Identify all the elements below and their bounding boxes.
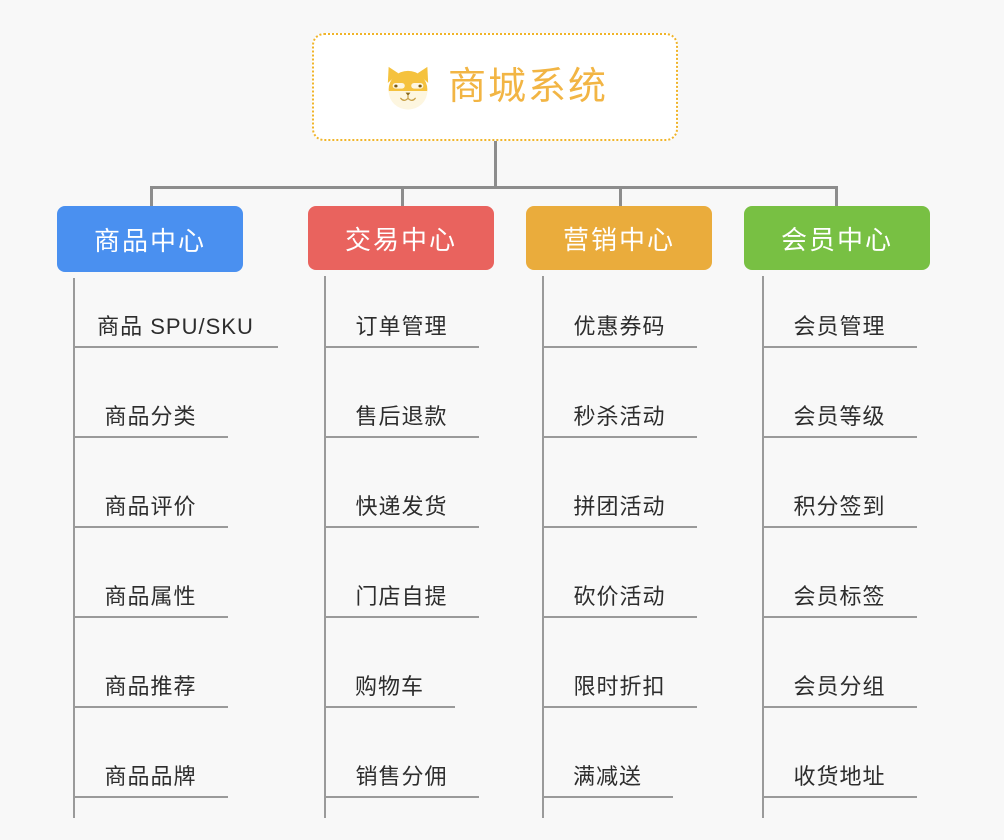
list-item[interactable]: 门店自提 bbox=[324, 576, 479, 618]
connector-drop-3 bbox=[619, 186, 622, 208]
list-item[interactable]: 拼团活动 bbox=[542, 486, 697, 528]
column-trunk-2 bbox=[324, 276, 326, 818]
column-header-product-center[interactable]: 商品中心 bbox=[57, 206, 243, 272]
connector-drop-1 bbox=[150, 186, 153, 208]
column-header-member-center[interactable]: 会员中心 bbox=[744, 206, 930, 270]
column-header-transaction-center[interactable]: 交易中心 bbox=[308, 206, 494, 270]
list-item[interactable]: 会员标签 bbox=[762, 576, 917, 618]
connector-drop-2 bbox=[401, 186, 404, 208]
list-item[interactable]: 商品品牌 bbox=[73, 756, 228, 798]
list-item[interactable]: 售后退款 bbox=[324, 396, 479, 438]
list-item[interactable]: 快递发货 bbox=[324, 486, 479, 528]
shiba-dog-icon bbox=[387, 66, 429, 110]
connector-root-stem bbox=[494, 141, 497, 189]
list-item[interactable]: 限时折扣 bbox=[542, 666, 697, 708]
column-trunk-3 bbox=[542, 276, 544, 818]
root-node-mall-system[interactable]: 商城系统 bbox=[312, 33, 678, 141]
list-item[interactable]: 收货地址 bbox=[762, 756, 917, 798]
list-item[interactable]: 会员管理 bbox=[762, 306, 917, 348]
list-item[interactable]: 会员等级 bbox=[762, 396, 917, 438]
list-item[interactable]: 积分签到 bbox=[762, 486, 917, 528]
column-header-marketing-center[interactable]: 营销中心 bbox=[526, 206, 712, 270]
list-item[interactable]: 商品属性 bbox=[73, 576, 228, 618]
list-item[interactable]: 秒杀活动 bbox=[542, 396, 697, 438]
list-item[interactable]: 商品推荐 bbox=[73, 666, 228, 708]
column-trunk-1 bbox=[73, 278, 75, 818]
list-item[interactable]: 砍价活动 bbox=[542, 576, 697, 618]
list-item[interactable]: 商品评价 bbox=[73, 486, 228, 528]
list-item[interactable]: 商品分类 bbox=[73, 396, 228, 438]
list-item[interactable]: 商品 SPU/SKU bbox=[73, 306, 278, 348]
list-item[interactable]: 订单管理 bbox=[324, 306, 479, 348]
list-item[interactable]: 会员分组 bbox=[762, 666, 917, 708]
root-node-title: 商城系统 bbox=[447, 66, 608, 108]
connector-horizontal-bus bbox=[150, 186, 838, 189]
column-trunk-4 bbox=[762, 276, 764, 818]
list-item[interactable]: 销售分佣 bbox=[324, 756, 479, 798]
list-item[interactable]: 购物车 bbox=[324, 666, 455, 708]
list-item[interactable]: 优惠券码 bbox=[542, 306, 697, 348]
connector-drop-4 bbox=[835, 186, 838, 208]
list-item[interactable]: 满减送 bbox=[542, 756, 673, 798]
